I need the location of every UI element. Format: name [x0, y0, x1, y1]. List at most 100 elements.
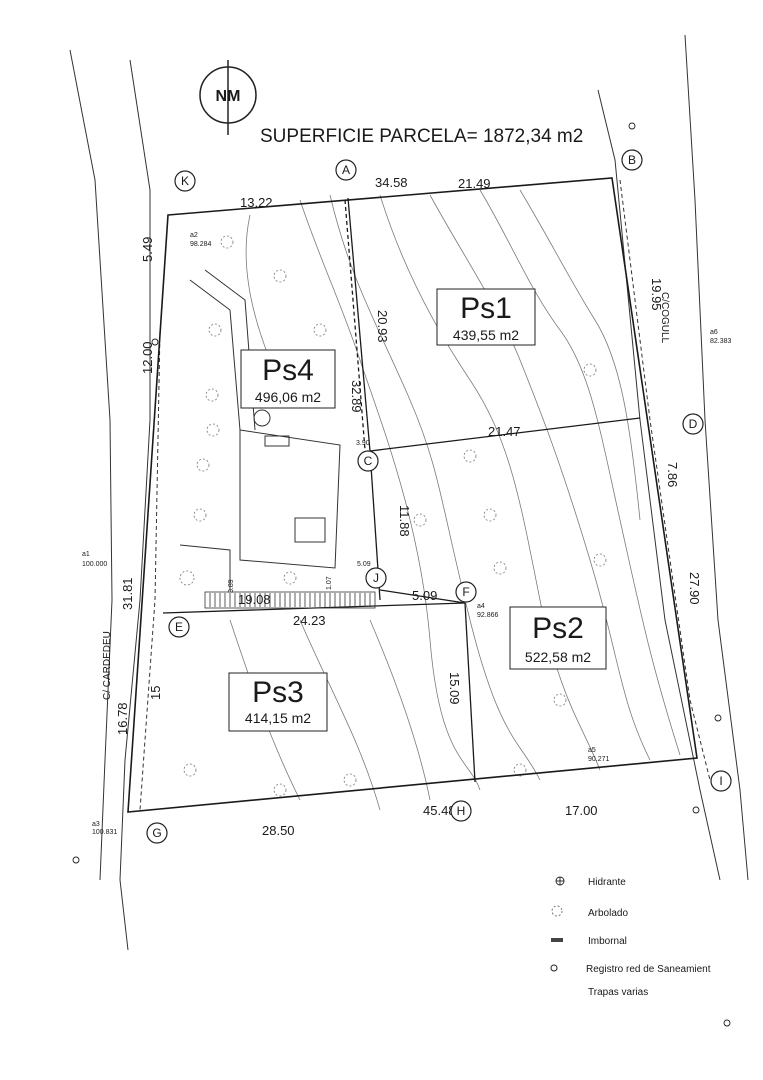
svg-text:100.000: 100.000 — [82, 561, 107, 568]
dim-j-top: 5.09 — [357, 561, 371, 568]
vertex-label-g: G — [152, 826, 161, 840]
dim-top-left: 13.22 — [240, 195, 273, 210]
parcel-ps2-name: Ps2 — [532, 612, 584, 645]
svg-text:a6: a6 — [710, 329, 718, 336]
vertex-j: J — [365, 567, 387, 589]
svg-text:90.271: 90.271 — [588, 756, 610, 763]
parcel-ps4: Ps4 496,06 m2 — [240, 349, 336, 409]
survey-point-a5: a5 90.271 — [588, 747, 610, 763]
svg-text:a3: a3 — [92, 821, 100, 828]
vertex-label-a: A — [342, 163, 350, 177]
survey-point-a2: a2 98.284 — [190, 232, 212, 248]
dim-right-lower: 27.90 — [687, 572, 702, 605]
vertex-label-b: B — [628, 153, 636, 167]
legend-label-registro: Registro red de Saneamient — [586, 964, 711, 975]
parcel-ps2: Ps2 522,58 m2 — [509, 606, 607, 670]
vertex-b: B — [621, 149, 643, 171]
vertex-d: D — [682, 413, 704, 435]
drain-icon — [551, 938, 563, 942]
parcel-ps4-name: Ps4 — [262, 354, 314, 387]
vertex-a: A — [335, 159, 357, 181]
plan-title: SUPERFICIE PARCELA= 1872,34 m2 — [260, 126, 583, 147]
vertex-c: C — [357, 450, 379, 472]
parcel-ps1-name: Ps1 — [460, 292, 512, 325]
hydrant-icon — [555, 876, 565, 886]
legend-label-imbornal: Imbornal — [588, 936, 627, 947]
vertex-label-h: H — [457, 804, 466, 818]
legend: Hidrante Arbolado Imbornal Registro red … — [550, 876, 711, 998]
svg-text:a2: a2 — [190, 232, 198, 239]
survey-point-a1: a1 100.000 — [82, 551, 107, 568]
dim-right-upper: 19.95 — [649, 278, 664, 311]
right-street-edges — [597, 34, 749, 881]
dim-right-middle: 7.86 — [665, 462, 680, 487]
building-footprint — [179, 269, 341, 590]
svg-text:82.383: 82.383 — [710, 338, 732, 345]
street-left-name: C/ CARDEDEU — [102, 631, 113, 700]
manhole-symbols — [72, 122, 731, 1027]
street-right-name: C/COGULL — [659, 292, 670, 344]
manhole-icon — [550, 964, 558, 972]
dim-left-lower: 16.78 — [115, 702, 130, 735]
survey-point-a3: a3 100.831 — [92, 821, 117, 836]
dim-mid-v-short: 3.90 — [356, 440, 370, 447]
svg-text:100.831: 100.831 — [92, 829, 117, 836]
vertex-label-j: J — [373, 571, 379, 585]
legend-item-hidrante: Hidrante — [555, 876, 626, 888]
dim-mid-v-bottom: 15.09 — [447, 672, 462, 705]
dim-ef-inner: 19.08 — [238, 592, 271, 607]
parcel-ps3-name: Ps3 — [252, 676, 304, 709]
dim-top-right: 21.49 — [458, 176, 491, 191]
dim-left-lower-b: 15 — [148, 686, 163, 700]
vertex-h: H — [450, 800, 472, 822]
legend-item-imbornal: Imbornal — [551, 936, 627, 947]
vertex-e: E — [168, 616, 190, 638]
parcel-ps4-area: 496,06 m2 — [255, 389, 321, 405]
dim-left-upper: 12.00 — [140, 341, 155, 374]
parcel-ps1: Ps1 439,55 m2 — [436, 288, 536, 346]
parcel-boundary — [127, 177, 698, 813]
dim-mid-v-upper: 20.93 — [375, 310, 390, 343]
legend-item-registro: Registro red de Saneamient — [550, 964, 711, 975]
vertex-i: I — [710, 770, 732, 792]
survey-point-a6: a6 82.383 — [710, 329, 732, 345]
stairs — [204, 591, 376, 609]
vertex-k: K — [174, 170, 196, 192]
contour-lines — [229, 189, 681, 811]
dim-mid-v-long: 32.89 — [349, 380, 364, 413]
parcel-ps3: Ps3 414,15 m2 — [228, 672, 328, 732]
division-lines — [162, 197, 641, 783]
svg-text:a4: a4 — [477, 603, 485, 610]
parcel-ps3-area: 414,15 m2 — [245, 710, 311, 726]
dim-bottom-total: 45.48 — [423, 803, 456, 818]
dim-ef-line: 24.23 — [293, 613, 326, 628]
dim-j-small-a: 3.89 — [228, 579, 235, 593]
svg-text:a1: a1 — [82, 551, 90, 558]
vertex-label-f: F — [462, 585, 469, 599]
tree-icon — [551, 905, 563, 917]
dim-jf-line: 5.09 — [412, 588, 437, 603]
left-street-edges — [69, 49, 161, 951]
vertex-f: F — [455, 581, 477, 603]
dimension-labels: 34.58 13.22 21.49 5.49 12.00 31.81 16.78… — [115, 175, 702, 838]
trees — [179, 235, 607, 797]
dim-bottom-left: 28.50 — [262, 823, 295, 838]
svg-text:a5: a5 — [588, 747, 596, 754]
vertex-g: G — [146, 822, 168, 844]
vertex-label-k: K — [181, 174, 189, 188]
dim-top-total: 34.58 — [375, 175, 408, 190]
north-logo-text: NM — [216, 88, 241, 105]
legend-item-arbolado: Arbolado — [551, 905, 628, 919]
dim-left-upper-short: 5.49 — [140, 237, 155, 262]
dim-cd-line: 21.47 — [488, 424, 521, 439]
survey-point-a4: a4 92.866 — [477, 603, 499, 619]
legend-label-hidrante: Hidrante — [588, 877, 626, 888]
legend-label-arbolado: Arbolado — [588, 908, 628, 919]
parcel-ps2-area: 522,58 m2 — [525, 649, 591, 665]
dim-j-small-b: 1.07 — [326, 576, 333, 590]
north-logo: NM — [199, 60, 257, 135]
vertex-label-i: I — [719, 774, 722, 788]
vertex-markers: A B C D E F G H I J K — [146, 149, 732, 844]
svg-text:92.866: 92.866 — [477, 612, 499, 619]
